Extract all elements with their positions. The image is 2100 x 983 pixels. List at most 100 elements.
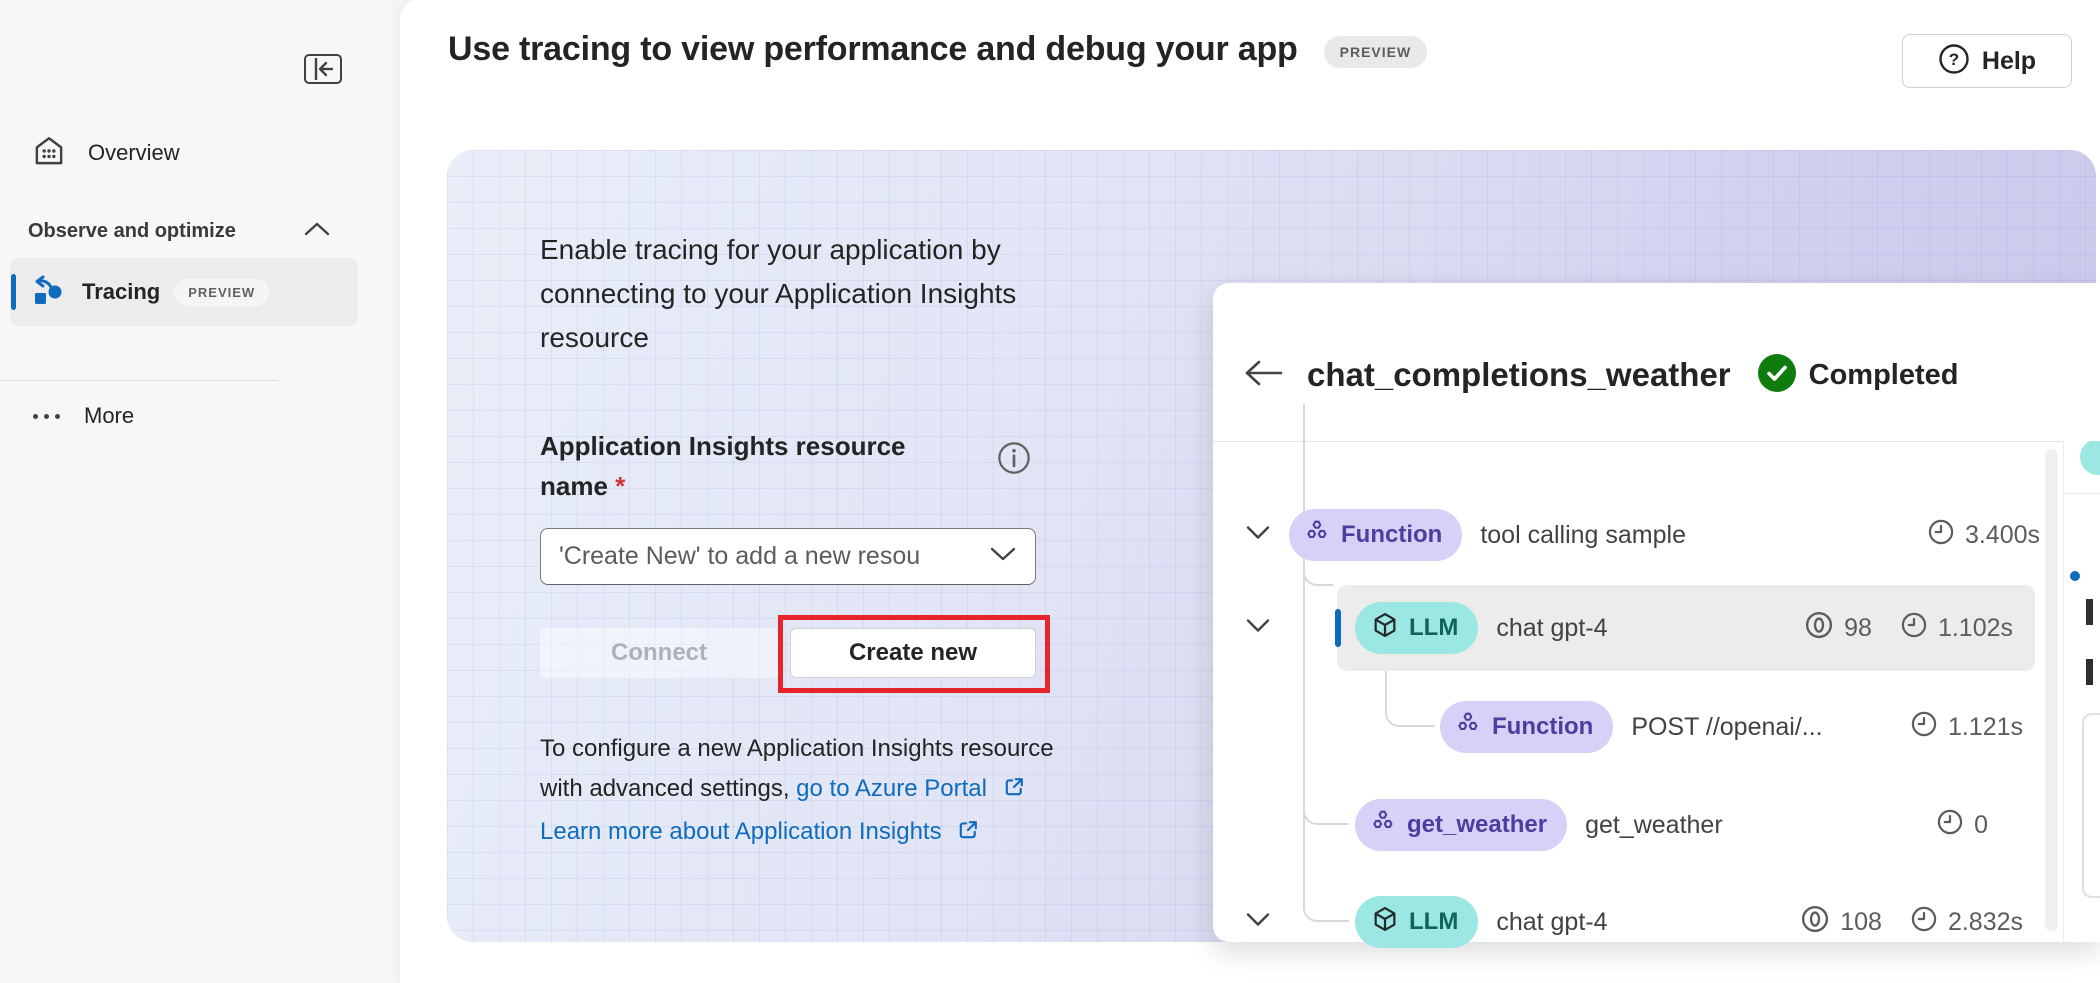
create-new-button[interactable]: Create new (790, 628, 1036, 678)
duration: 2.832s (1947, 907, 2023, 936)
duration: 1.121s (1947, 712, 2023, 741)
sidebar-item-label: Overview (88, 140, 180, 165)
azure-portal-link[interactable]: go to Azure Portal (796, 775, 987, 802)
sidebar-divider (0, 380, 278, 381)
section-label: Observe and optimize (28, 219, 236, 242)
function-icon (1371, 809, 1397, 842)
detail-pane-clipped (2063, 441, 2100, 942)
trace-title: chat_completions_weather (1307, 356, 1731, 393)
selected-indicator (1335, 609, 1341, 647)
back-arrow-icon[interactable] (1241, 357, 1285, 394)
trace-row[interactable]: LLM chat gpt-4 108 2.832s (1213, 895, 2023, 949)
clock-icon (1910, 905, 1938, 940)
chevron-down-icon (989, 545, 1017, 568)
help-label: Help (1981, 46, 2037, 75)
duration: 3.400s (1964, 520, 2040, 549)
enable-tracing-panel: Enable tracing for your application by c… (447, 150, 2100, 948)
button-row: Connect Create new (540, 615, 1060, 695)
span-name: get_weather (1585, 810, 1723, 839)
clock-icon (1927, 518, 1955, 553)
page-header: Use tracing to view performance and debu… (448, 30, 1428, 69)
span-name: POST //openai/... (1631, 712, 1823, 741)
help-button[interactable]: ? Help (1902, 34, 2072, 88)
configure-help-text: To configure a new Application Insights … (540, 729, 1070, 855)
trace-row[interactable]: Function POST //openai/... 1.121s (1440, 700, 2023, 754)
function-icon (1305, 519, 1331, 552)
tree-scrollbar[interactable] (2045, 449, 2058, 931)
llm-cube-icon (1371, 905, 1399, 940)
tree-connector (1303, 701, 1349, 922)
resource-name-label: Application Insights resource name * (540, 431, 906, 501)
detail-pane-fragment (2080, 441, 2100, 475)
span-metrics: 108 2.832s (1800, 904, 2023, 941)
chevron-down-icon[interactable] (1245, 618, 1271, 639)
trace-header: chat_completions_weather Completed (1213, 283, 2100, 441)
span-name: tool calling sample (1480, 520, 1686, 549)
overview-home-icon (32, 134, 66, 173)
span-type-badge: get_weather (1355, 799, 1568, 851)
chevron-down-icon[interactable] (1245, 912, 1271, 933)
sidebar-item-more[interactable]: More (33, 398, 134, 434)
tree-connector (1385, 670, 1435, 727)
clock-icon (1900, 611, 1928, 646)
status-label: Completed (1808, 358, 1959, 391)
more-ellipsis-icon (33, 413, 60, 419)
sidebar-item-label: Tracing (82, 279, 161, 304)
clock-icon (1910, 710, 1938, 745)
completed-check-icon (1757, 353, 1797, 398)
token-count: 98 (1844, 613, 1872, 642)
connect-button[interactable]: Connect (540, 628, 778, 678)
sidebar-item-label: More (84, 403, 135, 428)
detail-pane-fragment (2086, 599, 2093, 625)
resource-name-dropdown[interactable]: 'Create New' to add a new resou (540, 528, 1036, 585)
status-badge: Completed (1757, 353, 1959, 398)
sidebar-item-tracing[interactable]: Tracing PREVIEW (10, 258, 358, 326)
span-type-badge: Function (1289, 509, 1463, 561)
preview-badge: PREVIEW (1323, 35, 1428, 68)
external-link-icon (1002, 772, 1026, 812)
span-name: chat gpt-4 (1496, 613, 1608, 642)
svg-text:?: ? (1949, 50, 1959, 69)
setup-column: Enable tracing for your application by c… (540, 228, 1060, 855)
span-type-badge: LLM (1355, 896, 1479, 948)
span-metrics: 3.400s (1927, 518, 2040, 553)
detail-pane-fragment (2086, 659, 2093, 685)
main-content: Use tracing to view performance and debu… (400, 0, 2100, 983)
detail-pane-fragment (2064, 493, 2100, 494)
tree-connector (1303, 562, 1349, 825)
duration: 1.102s (1937, 613, 2013, 642)
selected-indicator (11, 274, 16, 310)
field-label-row: Application Insights resource name * (540, 426, 1032, 506)
clock-icon (1936, 808, 1964, 843)
sidebar-item-overview[interactable]: Overview (32, 133, 180, 173)
trace-row[interactable]: Function tool calling sample 3.400s (1213, 508, 2040, 562)
enable-tracing-description: Enable tracing for your application by c… (540, 234, 1017, 353)
tree-connector (1303, 404, 1333, 586)
chevron-down-icon[interactable] (1245, 525, 1271, 546)
tracing-icon (30, 273, 66, 312)
span-name: chat gpt-4 (1496, 907, 1608, 936)
span-metrics: 0 (1936, 808, 1988, 843)
span-type-badge: LLM (1355, 602, 1479, 654)
collapse-pane-button[interactable] (304, 54, 342, 84)
dropdown-placeholder: 'Create New' to add a new resou (559, 542, 921, 570)
info-icon[interactable] (996, 440, 1032, 506)
trace-row-selected[interactable]: LLM chat gpt-4 98 1.102s (1335, 585, 2035, 671)
span-type-badge: Function (1440, 701, 1614, 753)
detail-pane-fragment (2070, 571, 2080, 581)
preview-badge: PREVIEW (174, 278, 270, 306)
duration: 0 (1974, 810, 1988, 839)
trace-detail-card: chat_completions_weather Completed (1213, 283, 2100, 948)
sidebar: Overview Observe and optimize Tracing PR… (0, 0, 400, 983)
sidebar-section-observe-optimize[interactable]: Observe and optimize (28, 216, 332, 246)
trace-row[interactable]: get_weather get_weather 0 (1355, 798, 1988, 852)
tokens-icon (1804, 610, 1834, 647)
help-question-icon: ? (1938, 43, 1970, 80)
header-divider (1213, 441, 2100, 442)
detail-pane-fragment (2082, 713, 2100, 898)
page-title: Use tracing to view performance and debu… (448, 30, 1298, 68)
llm-cube-icon (1371, 611, 1399, 646)
learn-more-link[interactable]: Learn more about Application Insights (540, 818, 942, 845)
trace-tree: Function tool calling sample 3.400s (1213, 404, 2063, 948)
tokens-icon (1800, 904, 1830, 941)
